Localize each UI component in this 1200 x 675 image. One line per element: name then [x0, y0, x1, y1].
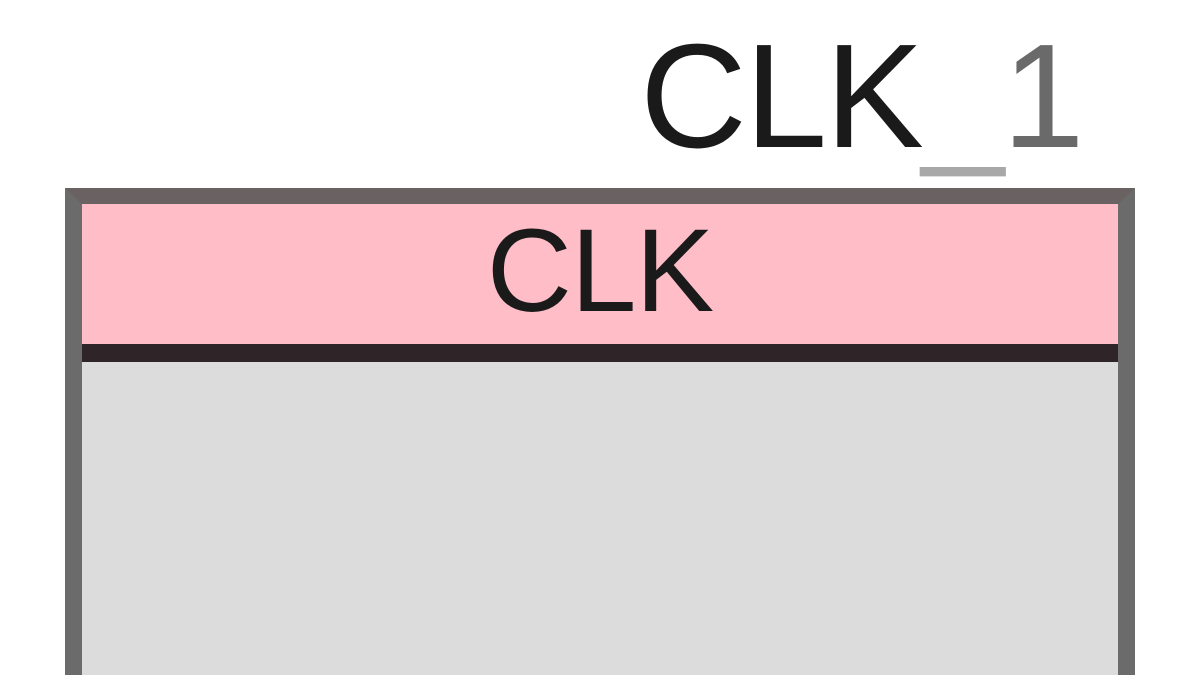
instance-label-prefix: CLK: [640, 14, 924, 179]
component-body: [82, 362, 1118, 675]
component-header: CLK: [82, 204, 1118, 362]
component-type-label: CLK: [486, 205, 715, 337]
instance-label-suffix: 1: [1002, 14, 1084, 179]
clock-component-block[interactable]: CLK: [65, 188, 1135, 675]
component-instance-label[interactable]: CLK_1: [640, 22, 1100, 172]
instance-label-separator: _: [921, 14, 1004, 179]
